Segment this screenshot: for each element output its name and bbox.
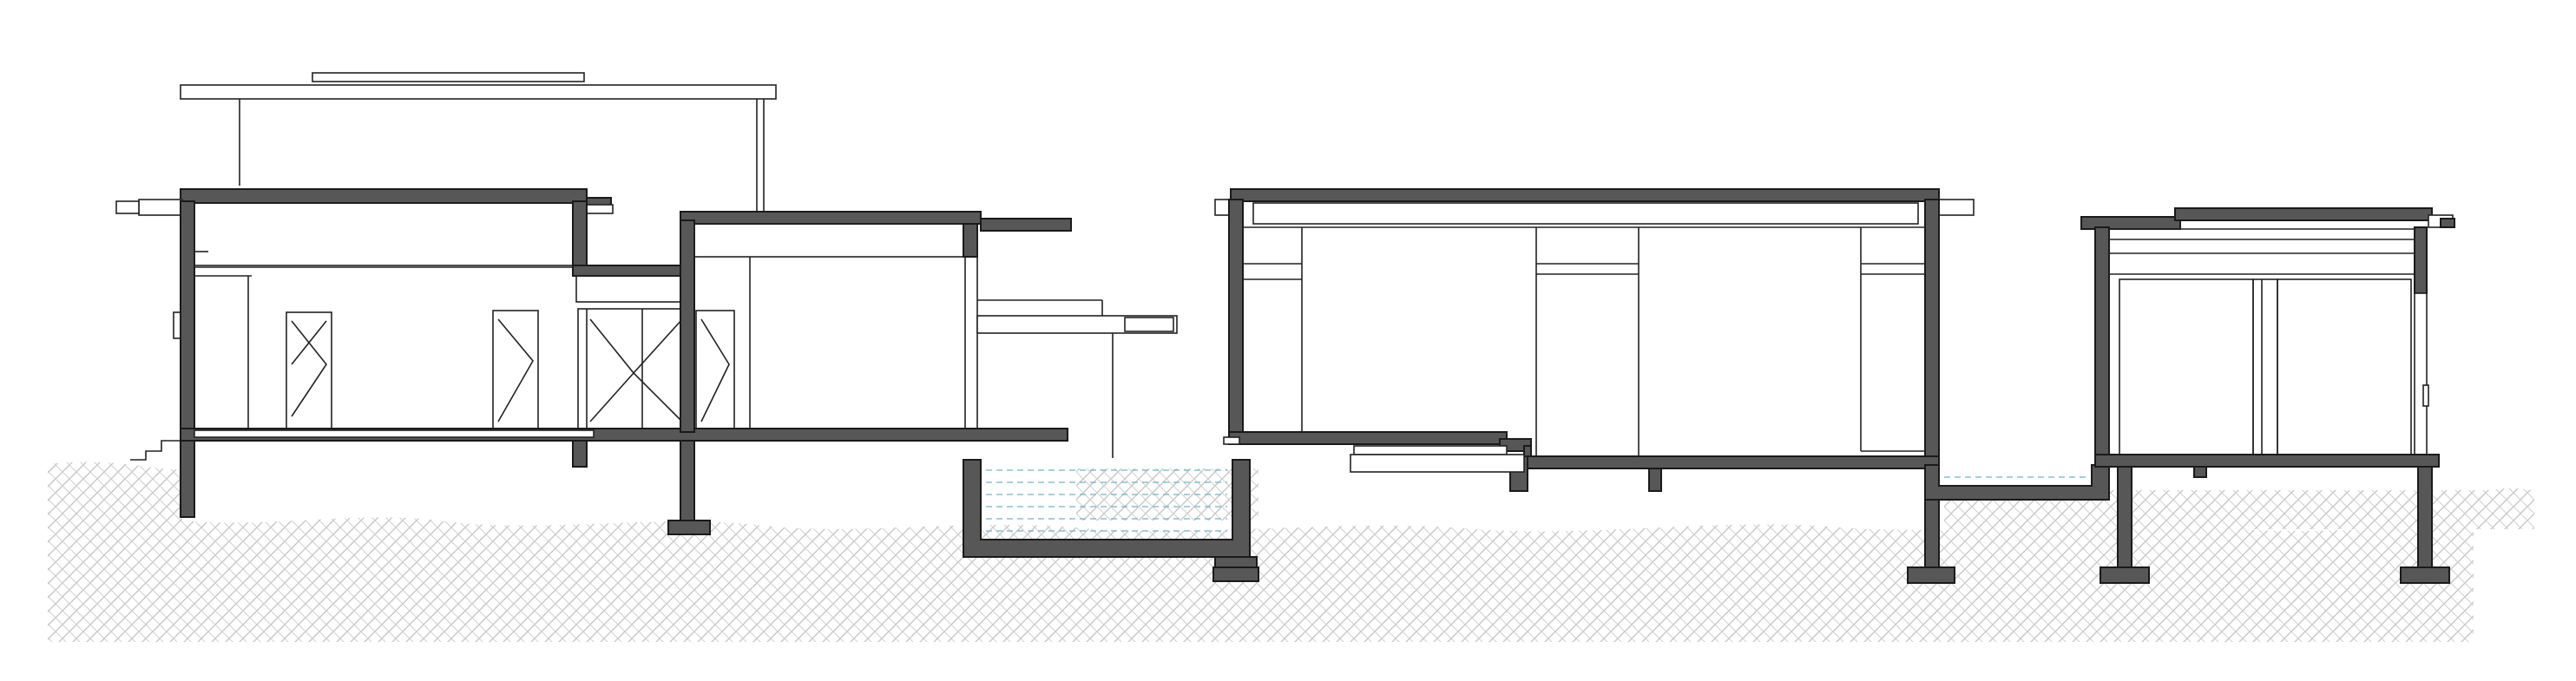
- right-block: [2080, 207, 2455, 584]
- left-second-block: [680, 211, 1178, 458]
- swimming-pool: [963, 459, 1259, 582]
- door-right: [695, 310, 735, 431]
- ground-soil: [48, 462, 2534, 642]
- door-left: [286, 311, 332, 431]
- left-main-block: [115, 188, 1068, 535]
- pool-water: [986, 469, 1227, 532]
- pergola-canopy: [976, 299, 1178, 458]
- middle-block: [1214, 188, 1975, 492]
- upper-roof-pavilion: [180, 72, 777, 213]
- door-middle: [492, 310, 539, 431]
- glass-door-pair: [577, 308, 687, 431]
- connector-bridge: [1907, 464, 2110, 584]
